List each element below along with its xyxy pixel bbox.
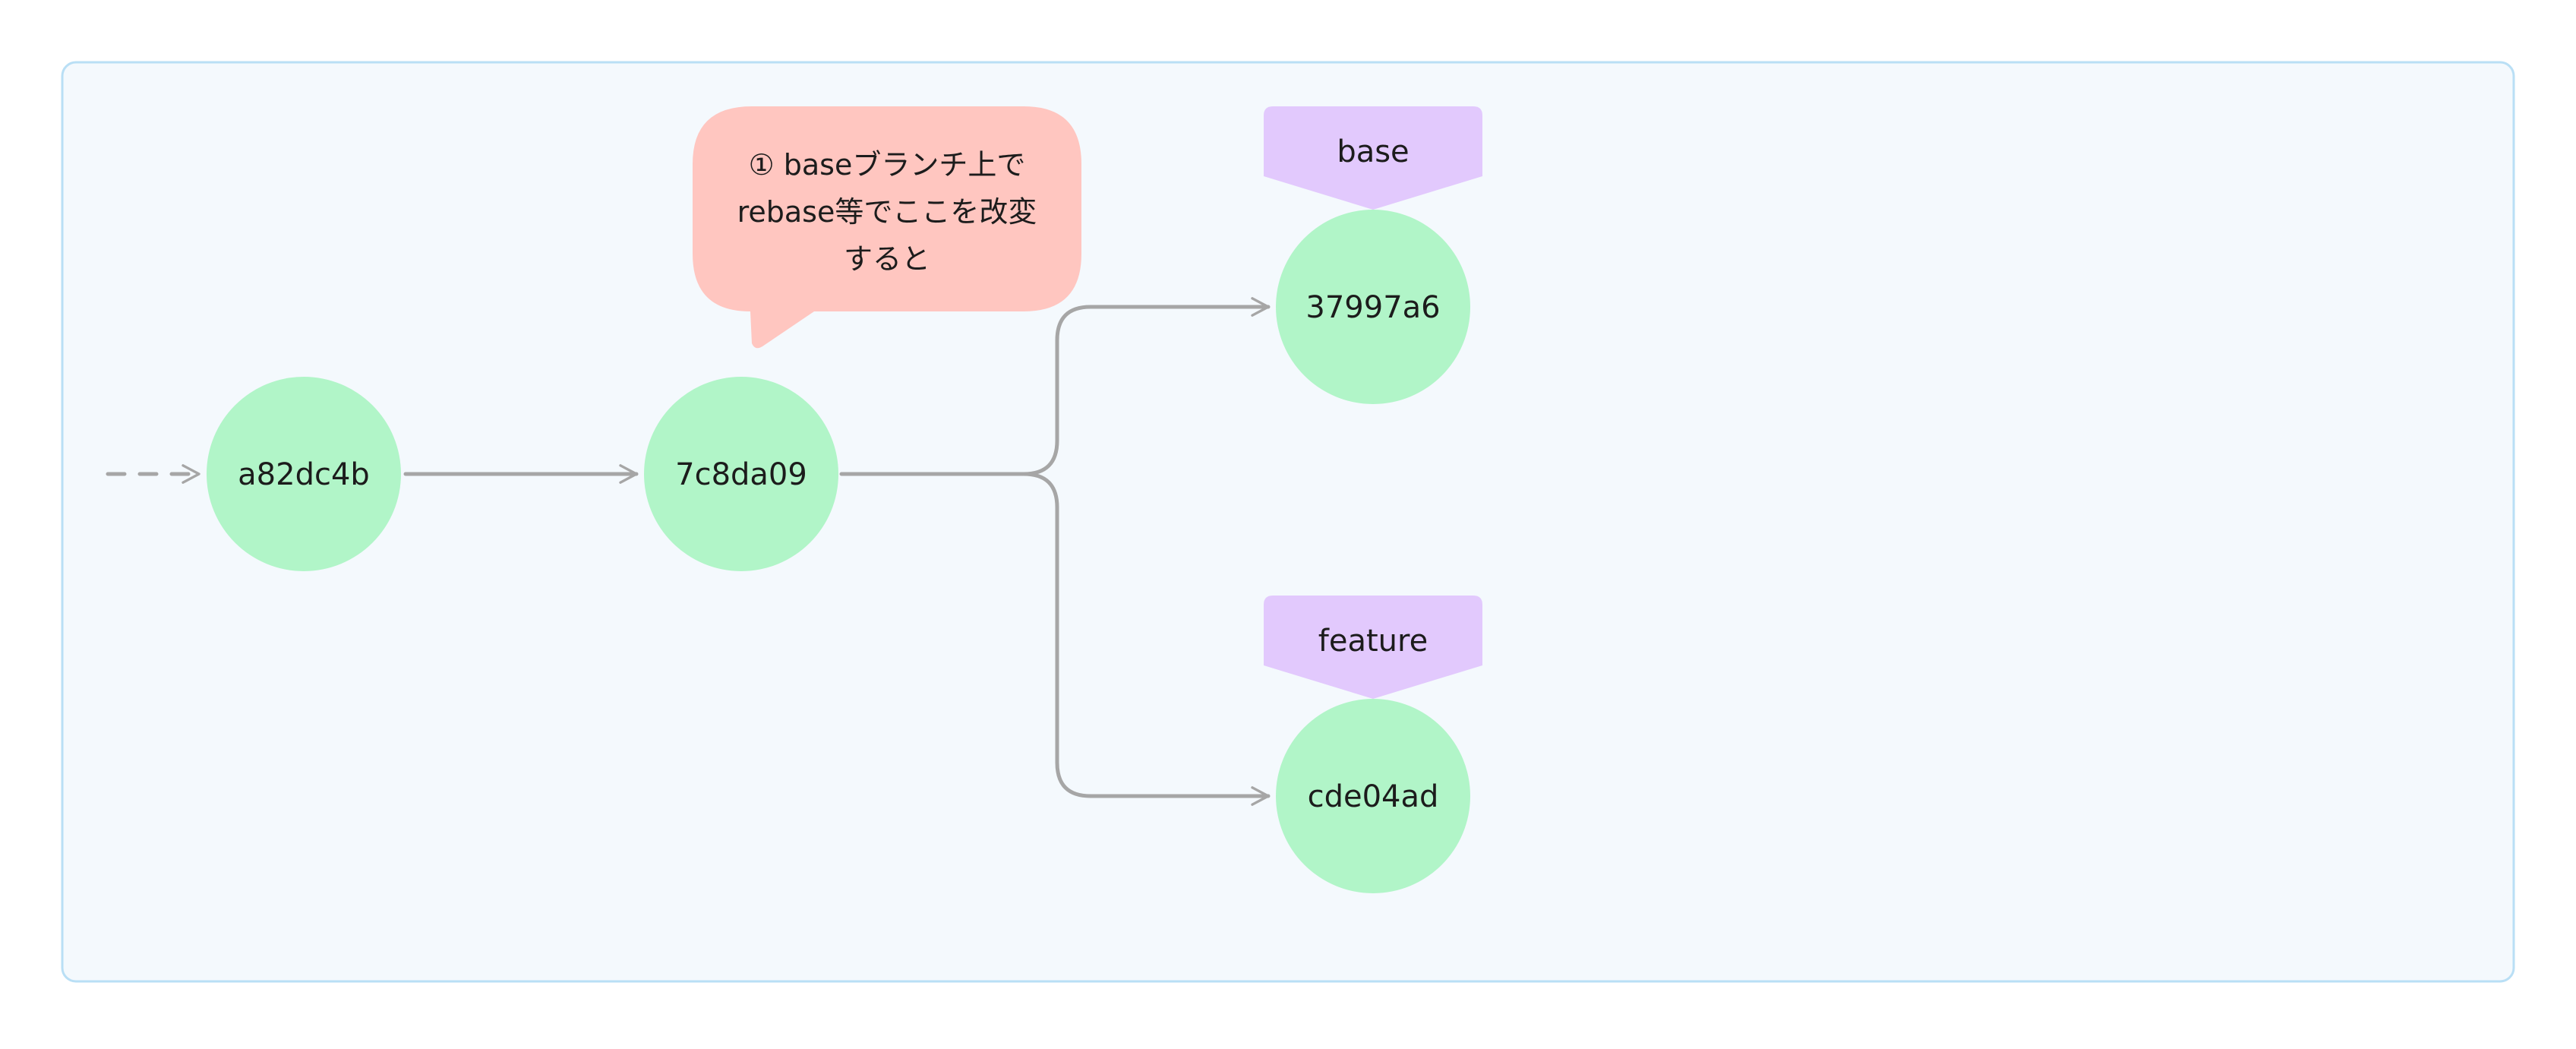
- commit-37997a6: 37997a6: [1276, 210, 1470, 404]
- edge-7c8da09-to-cde04ad: [1021, 472, 1271, 806]
- commit-label: a82dc4b: [238, 457, 370, 492]
- diagram-panel: [61, 61, 2515, 983]
- callout-bubble: ① baseブランチ上で rebase等でここを改変 すると: [693, 106, 1081, 349]
- callout-shape: [693, 106, 1081, 349]
- branch-tag-base: base: [1264, 106, 1482, 210]
- commit-7c8da09: 7c8da09: [644, 377, 838, 571]
- commit-label: 7c8da09: [675, 457, 807, 492]
- commit-label: 37997a6: [1305, 290, 1440, 325]
- edges: [106, 297, 1271, 806]
- commit-circle: [1276, 210, 1470, 404]
- commit-label: cde04ad: [1308, 779, 1439, 814]
- commit-circle: [644, 377, 838, 571]
- callout-line-3: すると: [844, 242, 930, 276]
- callout-line-2: rebase等でここを改変: [737, 195, 1037, 229]
- branch-tag-feature: feature: [1264, 596, 1482, 699]
- commit-circle: [1276, 699, 1470, 893]
- commit-a82dc4b: a82dc4b: [207, 377, 401, 571]
- tag-label: base: [1337, 134, 1409, 169]
- tag-shape: [1264, 106, 1482, 210]
- commit-circle: [207, 377, 401, 571]
- tag-label: feature: [1318, 624, 1428, 659]
- tag-shape: [1264, 596, 1482, 699]
- edge-7c8da09-to-37997a6: [839, 297, 1271, 476]
- commit-cde04ad: cde04ad: [1276, 699, 1470, 893]
- callout-line-1: ① baseブランチ上で: [749, 148, 1026, 182]
